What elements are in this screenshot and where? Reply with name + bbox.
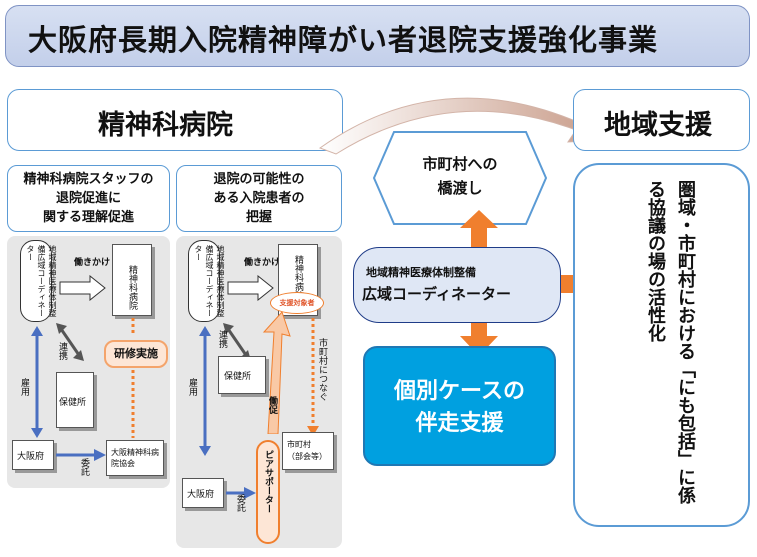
community-label: 地域支援 bbox=[604, 110, 712, 141]
hospital-label: 精神科病院 bbox=[98, 110, 233, 141]
panel2-sokushin: 働促 bbox=[267, 396, 277, 414]
page-title: 大阪府長期入院精神障がい者退院支援強化事業 bbox=[28, 23, 659, 57]
panel2-itaku-arrow bbox=[226, 487, 256, 499]
panel1-koyo: 雇用 bbox=[19, 378, 29, 396]
panel1-hokenjo: 保健所 bbox=[56, 372, 94, 428]
panel1-hospital-doc: 精神科病院 bbox=[112, 244, 152, 316]
panel1-dotted-up bbox=[131, 318, 135, 438]
panel2-peer: ピアサポーター bbox=[256, 440, 280, 544]
panel2-osakafu: 大阪府 bbox=[182, 478, 224, 508]
panel1-hatarakikake: 働きかけ bbox=[74, 258, 111, 268]
panel2-connect: 市町村につなぐ bbox=[317, 338, 327, 401]
panel2-peer-text: ピアサポーター bbox=[263, 450, 273, 513]
card-patient-grasp-text: 退院の可能性の ある入院患者の 把握 bbox=[213, 172, 305, 225]
card-patient-grasp: 退院の可能性の ある入院患者の 把握 bbox=[176, 165, 342, 232]
coordinator-box bbox=[353, 247, 561, 323]
case-support-text: 個別ケースの 伴走支援 bbox=[394, 379, 525, 436]
panel2-koyo: 雇用 bbox=[187, 378, 197, 396]
hospital-header bbox=[7, 89, 343, 151]
panel1-arrow-right bbox=[59, 275, 106, 301]
coordinator-big-text: 広域コーディネーター bbox=[362, 285, 511, 303]
panel2-sokushin-arrow bbox=[262, 312, 291, 434]
panel1-coordinator-text: 地域精神医療体制整備広域コーディネーター bbox=[26, 245, 57, 317]
panel1-itaku-arrow bbox=[56, 449, 106, 461]
panel2-dotted-down bbox=[307, 318, 319, 436]
panel2-hatarakikake: 働きかけ bbox=[244, 258, 281, 268]
panel2-renkei: 連携 bbox=[217, 330, 227, 348]
panel1-koyo-arrow bbox=[31, 326, 43, 438]
panel1-coordinator: 地域精神医療体制整備広域コーディネーター bbox=[20, 240, 57, 322]
panel2-koyo-arrow bbox=[199, 326, 211, 456]
arrow-down-to-case bbox=[460, 312, 498, 356]
panel1-hospital-doc-text: 精神科病院 bbox=[127, 265, 137, 310]
panel1-training-text: 研修実施 bbox=[114, 347, 158, 360]
panel2-itaku: 委託 bbox=[235, 494, 245, 512]
panel1-training: 研修実施 bbox=[104, 340, 168, 368]
panel1-itaku: 委託 bbox=[79, 458, 89, 476]
community-header bbox=[573, 89, 750, 151]
panel2-coordinator: 地域精神医療体制整備広域コーディネーター bbox=[188, 240, 225, 322]
panel2-municipality: 市町村 （部会等） bbox=[282, 432, 334, 470]
panel1-hokenjo-text: 保健所 bbox=[59, 398, 87, 408]
panel1-osakafu-text: 大阪府 bbox=[17, 452, 45, 462]
panel1-renkei-arrow bbox=[56, 323, 84, 361]
panel2-osakafu-text: 大阪府 bbox=[187, 490, 215, 500]
panel2-arrow-right bbox=[227, 275, 274, 301]
panel2-municipality-text: 市町村 （部会等） bbox=[287, 440, 327, 461]
case-support-box bbox=[363, 346, 556, 466]
right-panel-text: 圏域・市町村における「にも包括」に係る協議の場の活性化 bbox=[645, 180, 696, 504]
title-banner bbox=[5, 5, 750, 67]
panel1-association: 大阪精神科病院協会 bbox=[106, 440, 164, 476]
coordinator-small-text: 地域精神医療体制整備 bbox=[366, 266, 476, 279]
panel1-association-text: 大阪精神科病院協会 bbox=[111, 448, 159, 468]
panel1-renkei: 連携 bbox=[57, 342, 67, 360]
panel1-osakafu: 大阪府 bbox=[12, 440, 54, 470]
bridge-hexagon bbox=[372, 131, 548, 225]
card-staff-understanding-text: 精神科病院スタッフの 退院促進に 関する理解促進 bbox=[23, 172, 154, 225]
panel2-target-text: 支援対象者 bbox=[279, 299, 315, 307]
panel2-hospital-doc-text: 精神科病院 bbox=[293, 255, 303, 300]
panel2-target: 支援対象者 bbox=[270, 292, 324, 314]
right-panel bbox=[573, 163, 750, 527]
card-staff-understanding: 精神科病院スタッフの 退院促進に 関する理解促進 bbox=[7, 165, 170, 232]
arrow-up-to-bridge bbox=[460, 210, 498, 252]
panel2-hokenjo: 保健所 bbox=[218, 356, 266, 394]
panel2-hokenjo-text: 保健所 bbox=[224, 372, 252, 382]
bridge-text: 市町村への 橋渡し bbox=[422, 155, 498, 197]
panel2-coordinator-text: 地域精神医療体制整備広域コーディネーター bbox=[194, 245, 225, 317]
